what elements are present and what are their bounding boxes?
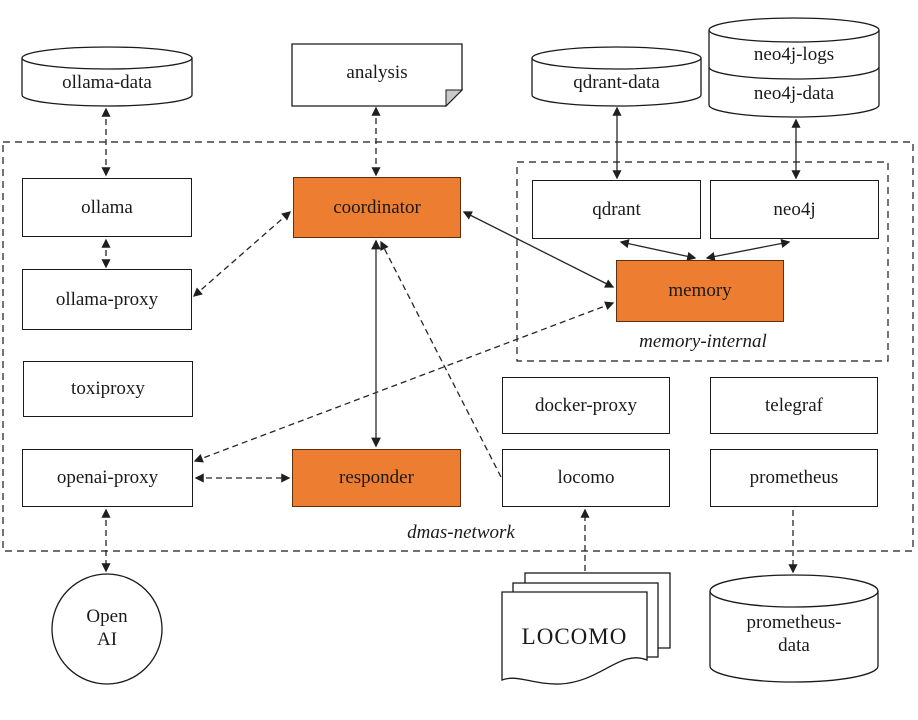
- node-openai-proxy: openai-proxy: [22, 449, 193, 507]
- edge-qdrant-memory: [619, 239, 697, 261]
- qdrant-data-label: qdrant-data: [573, 71, 660, 93]
- node-prometheus: prometheus: [710, 449, 878, 507]
- edge-openai-proxy-memory: [193, 301, 615, 463]
- locomo-dataset-label: LOCOMO: [521, 624, 628, 650]
- prometheus-data-label: prometheus- data: [710, 608, 878, 662]
- analysis-label: analysis: [346, 61, 408, 83]
- prometheus-data-label-line2: data: [778, 635, 810, 656]
- ollama-data-label: ollama-data: [62, 71, 152, 93]
- node-docker-proxy: docker-proxy: [502, 377, 670, 434]
- node-coordinator: coordinator: [293, 177, 461, 238]
- memory-internal-label: memory-internal: [639, 331, 767, 352]
- node-telegraf: telegraf: [710, 377, 878, 434]
- dmas-network-label: dmas-network: [407, 522, 515, 543]
- neo4j-logs-label: neo4j-logs: [753, 44, 835, 66]
- node-qdrant: qdrant: [532, 180, 701, 239]
- node-ollama-proxy: ollama-proxy: [22, 269, 192, 330]
- prometheus-data-label-line1: prometheus-: [746, 612, 842, 634]
- node-toxiproxy: toxiproxy: [23, 361, 193, 417]
- open-ai-label: Open AI: [52, 598, 162, 660]
- node-ollama: ollama: [22, 178, 192, 237]
- edge-neo4j-memory: [705, 239, 791, 261]
- edge-ollama-proxy-coordinator: [192, 211, 292, 297]
- node-memory: memory: [616, 260, 784, 322]
- prometheus-data-cylinder: [709, 574, 879, 683]
- memory-internal-boundary: [516, 161, 889, 362]
- neo4j-data-label: neo4j-data: [753, 83, 835, 105]
- node-locomo: locomo: [502, 449, 670, 507]
- open-ai-label-line1: Open: [86, 606, 128, 628]
- edge-locomo-coordinator: [380, 240, 502, 478]
- node-neo4j: neo4j: [710, 180, 879, 239]
- open-ai-circle: [51, 573, 163, 685]
- ollama-data-cylinder: [21, 46, 193, 107]
- analysis-document-shape: [291, 43, 464, 108]
- node-responder: responder: [292, 449, 461, 507]
- qdrant-data-cylinder: [531, 46, 702, 107]
- neo4j-volumes-cylinder-stack: [708, 17, 880, 118]
- open-ai-label-line2: AI: [96, 629, 118, 650]
- edge-coordinator-memory: [462, 211, 615, 288]
- locomo-document-stack: [501, 572, 671, 685]
